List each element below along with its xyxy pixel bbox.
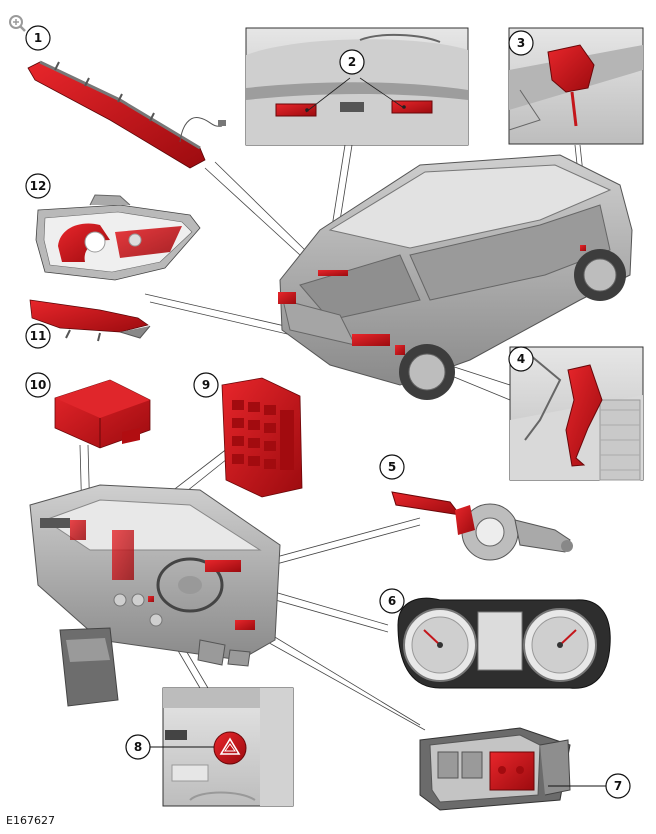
control-module-10	[54, 379, 151, 449]
callout-number: 6	[388, 594, 396, 608]
rear-fog-lamp	[29, 299, 151, 342]
callout-2: 2	[339, 49, 365, 75]
inset-body-component	[508, 27, 644, 145]
callout-number: 5	[388, 460, 396, 474]
callout-3: 3	[508, 30, 534, 56]
hazard-triangle-icon	[219, 737, 241, 755]
callout-number: 7	[614, 779, 622, 793]
figure-reference: E167627	[6, 814, 55, 827]
callout-10: 10	[25, 372, 51, 398]
callout-12: 12	[25, 173, 51, 199]
callout-number: 12	[30, 179, 47, 193]
switch-pack	[419, 727, 571, 811]
dashboard-interior	[29, 484, 281, 707]
callout-11: 11	[25, 323, 51, 349]
zoom-in-icon[interactable]	[9, 15, 26, 32]
callout-4: 4	[508, 346, 534, 372]
callout-7: 7	[548, 773, 631, 799]
steering-column-switch	[391, 491, 573, 561]
callout-number: 9	[202, 378, 210, 392]
callout-6: 6	[379, 588, 405, 614]
tail-lamp-assembly	[35, 194, 201, 281]
callout-number: 3	[517, 36, 525, 50]
callout-5: 5	[379, 454, 405, 480]
callout-1: 1	[25, 25, 51, 51]
callout-number: 1	[34, 31, 42, 45]
callout-number: 4	[517, 352, 525, 366]
callouts: 1 2 3 4 5 6 7 8	[25, 25, 631, 799]
body-control-module-9	[221, 377, 303, 498]
instrument-cluster	[397, 597, 611, 689]
inset-tailgate-lamps	[245, 27, 469, 146]
callout-number: 10	[30, 378, 47, 392]
callout-number: 11	[30, 329, 47, 343]
callout-9: 9	[193, 372, 219, 398]
inset-underbody-component	[509, 346, 644, 481]
callout-8: 8	[125, 734, 214, 760]
callout-number: 2	[348, 55, 356, 69]
vehicle-rear-three-quarter	[278, 154, 633, 400]
high-mounted-stop-lamp	[27, 60, 226, 169]
callout-number: 8	[134, 740, 142, 754]
